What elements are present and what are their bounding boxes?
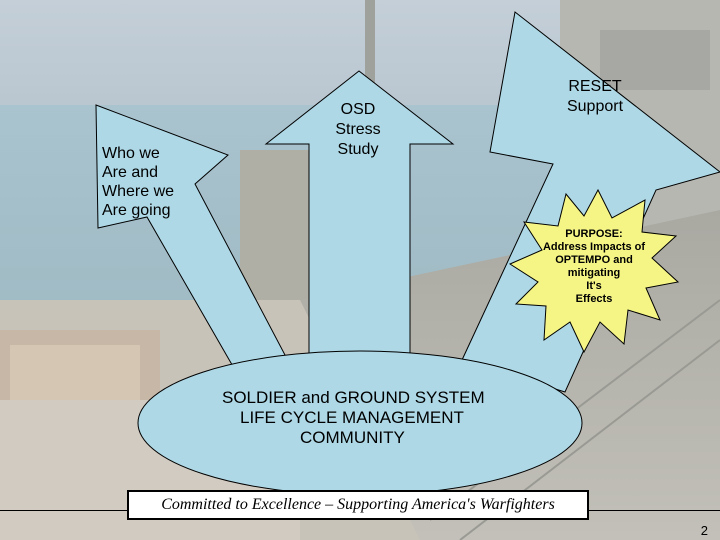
arrow-left-line-3: Where we	[102, 183, 175, 200]
arrow-middle-label: OSD Stress Study	[318, 100, 398, 160]
arrow-left-label: Who we Are and Where we Are going	[102, 144, 212, 220]
arrow-right-line-2: Support	[566, 98, 624, 115]
arrow-right-label: RESET Support	[550, 77, 640, 117]
arrow-left-line-1: Who we	[102, 145, 160, 162]
burst-line-4: mitigating	[567, 267, 621, 279]
arrow-right-line-1: RESET	[568, 78, 622, 95]
arrow-middle-line-2: Stress	[335, 121, 381, 138]
burst-line-2: Address Impacts of	[542, 241, 646, 253]
arrow-middle-line-3: Study	[337, 141, 379, 158]
purpose-burst-shape	[508, 188, 680, 354]
burst-line-5: It's	[586, 280, 602, 292]
burst-line-1: PURPOSE:	[565, 228, 623, 240]
hub-line-2: LIFE CYCLE MANAGEMENT	[240, 408, 464, 427]
burst-line-3: OPTEMPO and	[555, 254, 633, 266]
burst-line-6: Effects	[575, 293, 613, 305]
arrow-middle-shape	[264, 70, 455, 358]
arrow-left-shape	[95, 104, 296, 397]
arrow-left-line-2: Are and	[102, 164, 159, 181]
purpose-burst-label: PURPOSE: Address Impacts of OPTEMPO and …	[533, 228, 655, 306]
motto-banner: Committed to Excellence – Supporting Ame…	[127, 490, 589, 520]
page-number: 2	[700, 523, 708, 538]
hub-line-3: COMMUNITY	[300, 428, 405, 447]
arrow-left-line-4: Are going	[102, 202, 171, 219]
hub-line-1: SOLDIER and GROUND SYSTEM	[222, 388, 485, 407]
hub-label: SOLDIER and GROUND SYSTEM LIFE CYCLE MAN…	[180, 388, 540, 448]
arrow-middle-line-1: OSD	[340, 101, 376, 118]
